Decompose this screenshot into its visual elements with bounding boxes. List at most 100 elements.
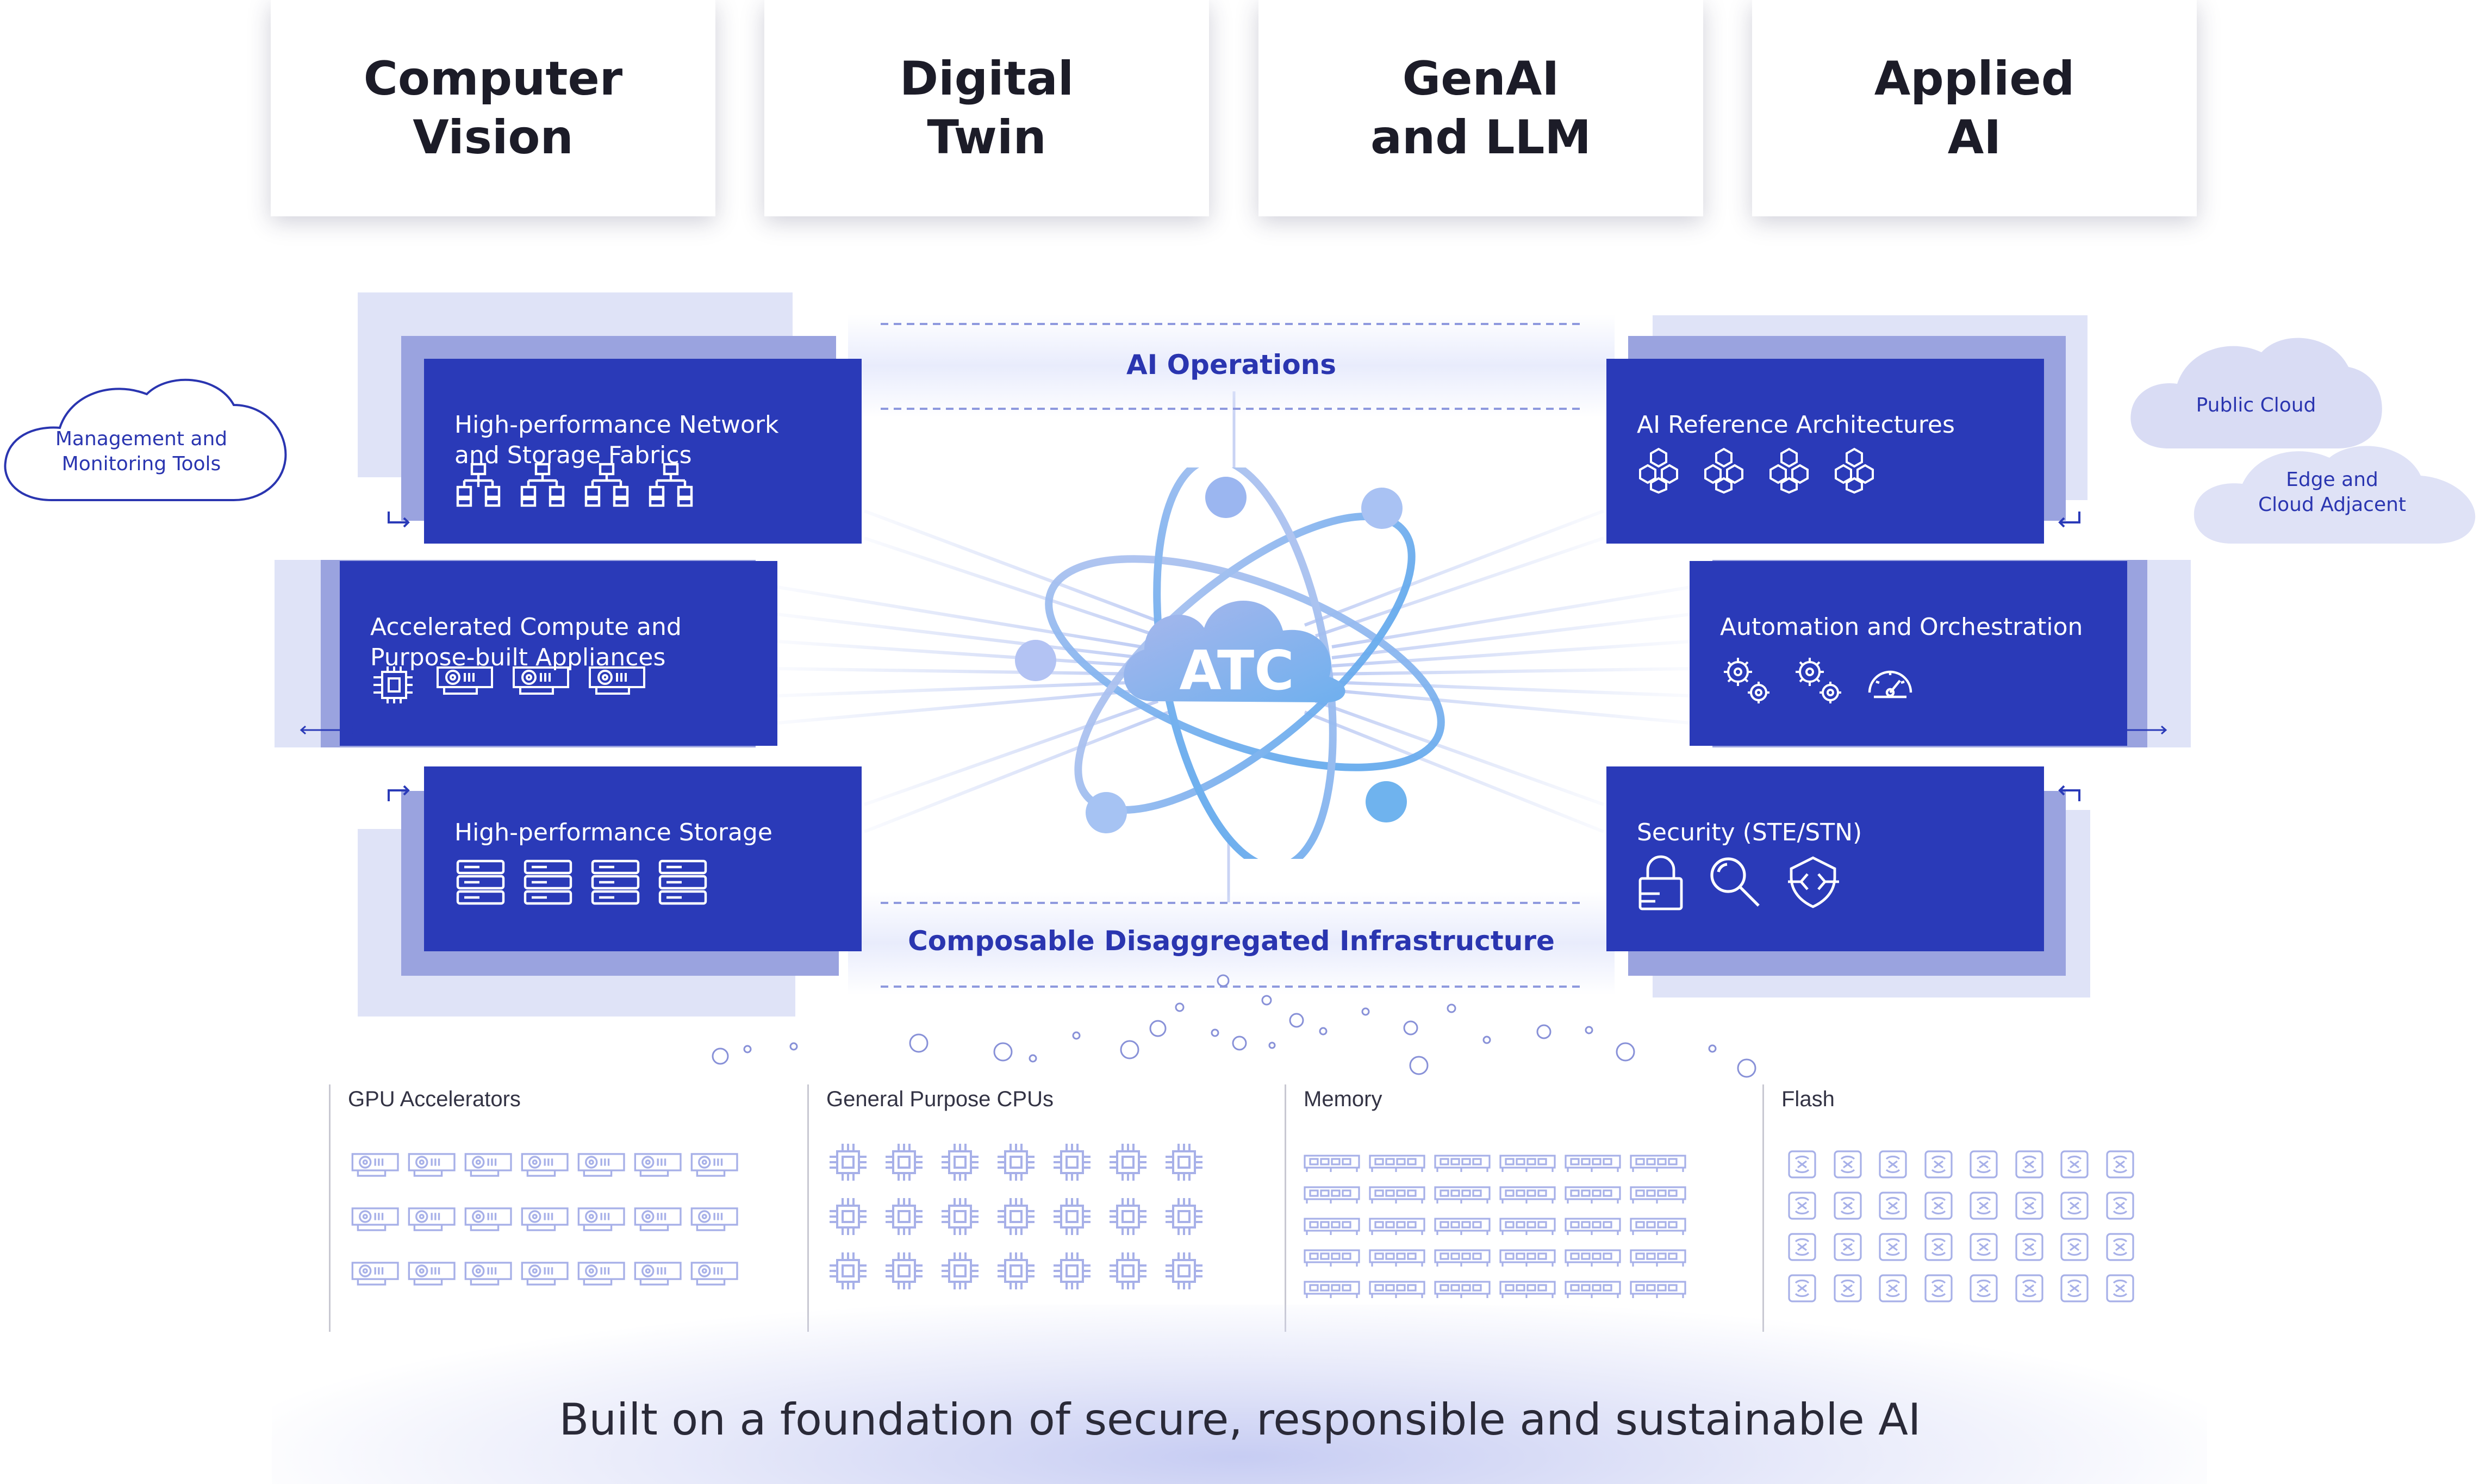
flash-drive-icon bbox=[2013, 1272, 2059, 1313]
memory-module-icon bbox=[1499, 1248, 1565, 1280]
panel-divider bbox=[1762, 1084, 1764, 1332]
gpu-card-icon bbox=[589, 666, 645, 695]
box-network-storage-fabrics: High-performance Network and Storage Fab… bbox=[424, 359, 862, 544]
flash-drive-icon bbox=[2058, 1189, 2104, 1231]
edge-cloud-icon bbox=[2194, 446, 2476, 544]
server-rack-icon bbox=[524, 859, 572, 905]
hexagon-cluster-icon bbox=[1639, 447, 1678, 494]
band-cdi-bg bbox=[848, 891, 1615, 995]
flash-drive-icon bbox=[1967, 1148, 2013, 1189]
cpu-chip-icon bbox=[994, 1249, 1050, 1304]
network-topology-icon bbox=[649, 463, 693, 507]
gpu-card-icon bbox=[577, 1258, 633, 1313]
usecase-card-digital-twin: Digital Twin bbox=[764, 0, 1209, 216]
search-icon bbox=[1710, 857, 1760, 907]
gpu-card-icon bbox=[577, 1204, 633, 1258]
sync-arrows-icon bbox=[2058, 785, 2080, 801]
memory-module-icon bbox=[1304, 1217, 1369, 1248]
flash-drive-icon bbox=[1922, 1189, 1968, 1231]
memory-module-icon bbox=[1304, 1280, 1369, 1311]
cpu-chip-icon bbox=[994, 1195, 1050, 1249]
foundation-statement: Built on a foundation of secure, respons… bbox=[559, 1394, 1921, 1445]
gpu-card-icon bbox=[464, 1204, 520, 1258]
general-purpose-cpus-title: General Purpose CPUs bbox=[826, 1087, 1054, 1111]
memory-module-icon bbox=[1499, 1185, 1565, 1217]
panel-divider bbox=[807, 1084, 809, 1332]
gpu-card-icon bbox=[520, 1204, 577, 1258]
management-cloud-icon bbox=[4, 378, 287, 501]
gears-icon bbox=[1796, 658, 1841, 703]
cpu-chip-icon bbox=[826, 1249, 882, 1304]
memory-title: Memory bbox=[1304, 1087, 1382, 1111]
icon-row bbox=[1635, 446, 1879, 495]
public-cloud-icon bbox=[2130, 338, 2382, 448]
cpu-chip-icon bbox=[1050, 1195, 1106, 1249]
flash-drive-icon bbox=[1877, 1272, 1922, 1313]
panel-divider bbox=[329, 1084, 331, 1332]
icon-row bbox=[367, 663, 647, 707]
flash-drive-icon bbox=[1831, 1148, 1877, 1189]
gpu-card-icon bbox=[690, 1150, 746, 1204]
box-high-performance-storage: High-performance Storage bbox=[424, 766, 862, 951]
memory-module-icon bbox=[1630, 1280, 1695, 1311]
cpu-chip-icon bbox=[373, 666, 413, 703]
flash-drive-icon bbox=[1877, 1231, 1922, 1272]
gpu-card-icon bbox=[690, 1204, 746, 1258]
memory-module-icon bbox=[1565, 1153, 1630, 1185]
memory-module-icon bbox=[1565, 1248, 1630, 1280]
box-title: AI Reference Architectures bbox=[1637, 411, 1955, 439]
flash-drive-icon bbox=[1786, 1148, 1831, 1189]
gpu-card-icon bbox=[464, 1258, 520, 1313]
server-rack-icon bbox=[591, 859, 640, 905]
gpu-card-icon bbox=[407, 1204, 464, 1258]
gpu-card-icon bbox=[577, 1150, 633, 1204]
memory-module-icon bbox=[1369, 1153, 1434, 1185]
usecase-card-computer-vision: Computer Vision bbox=[271, 0, 715, 216]
flash-drive-icon bbox=[2058, 1231, 2104, 1272]
memory-module-icon bbox=[1434, 1153, 1499, 1185]
box-title: Security (STE/STN) bbox=[1637, 819, 1862, 846]
memory-module-icon bbox=[1369, 1248, 1434, 1280]
memory-module-icon bbox=[1369, 1185, 1434, 1217]
flash-drive-icon bbox=[1831, 1189, 1877, 1231]
flash-drive-icon bbox=[1967, 1272, 2013, 1313]
edge-cloud-label: Edge and Cloud Adjacent bbox=[2258, 469, 2407, 516]
box-title: Automation and Orchestration bbox=[1720, 613, 2083, 641]
sync-arrows-icon bbox=[2058, 512, 2080, 528]
gpu-card-icon bbox=[351, 1204, 407, 1258]
flash-drive-icon bbox=[2013, 1148, 2059, 1189]
band-ai-operations-bg bbox=[848, 314, 1615, 417]
hexagon-cluster-icon bbox=[1704, 447, 1743, 494]
gpu-card-icon bbox=[633, 1258, 690, 1313]
gears-icon bbox=[1724, 658, 1769, 703]
memory-module-icon bbox=[1434, 1280, 1499, 1311]
memory-module-icon bbox=[1369, 1280, 1434, 1311]
cpu-chip-icon bbox=[938, 1140, 994, 1195]
sync-arrows-icon bbox=[388, 512, 410, 528]
usecase-card-genai-llm: GenAI and LLM bbox=[1258, 0, 1703, 216]
cpu-chip-icon bbox=[1106, 1249, 1162, 1304]
gpu-accelerators-title: GPU Accelerators bbox=[348, 1087, 521, 1111]
memory-module-icon bbox=[1304, 1153, 1369, 1185]
memory-module-icon bbox=[1434, 1185, 1499, 1217]
cpu-chip-icon bbox=[826, 1195, 882, 1249]
flash-drive-icon bbox=[2013, 1189, 2059, 1231]
icon-row bbox=[454, 461, 695, 509]
flash-title: Flash bbox=[1781, 1087, 1835, 1111]
flash-drive-icon bbox=[1967, 1189, 2013, 1231]
flash-drive-icon bbox=[2058, 1272, 2104, 1313]
cpu-chip-icon bbox=[826, 1140, 882, 1195]
cpu-chip-icon bbox=[1106, 1140, 1162, 1195]
lock-icon bbox=[1638, 855, 1683, 911]
cpu-chip-icon bbox=[938, 1195, 994, 1249]
panel-divider bbox=[1285, 1084, 1286, 1332]
gpu-card-icon bbox=[633, 1150, 690, 1204]
memory-module-icon bbox=[1499, 1217, 1565, 1248]
flash-drive-icon bbox=[2013, 1231, 2059, 1272]
memory-module-icon bbox=[1369, 1217, 1434, 1248]
usecase-card-applied-ai: Applied AI bbox=[1752, 0, 2197, 216]
atc-atom-graphic: ATC bbox=[1015, 467, 1445, 859]
public-cloud-label: Public Cloud bbox=[2196, 394, 2316, 416]
cpu-chip-icon bbox=[882, 1140, 938, 1195]
